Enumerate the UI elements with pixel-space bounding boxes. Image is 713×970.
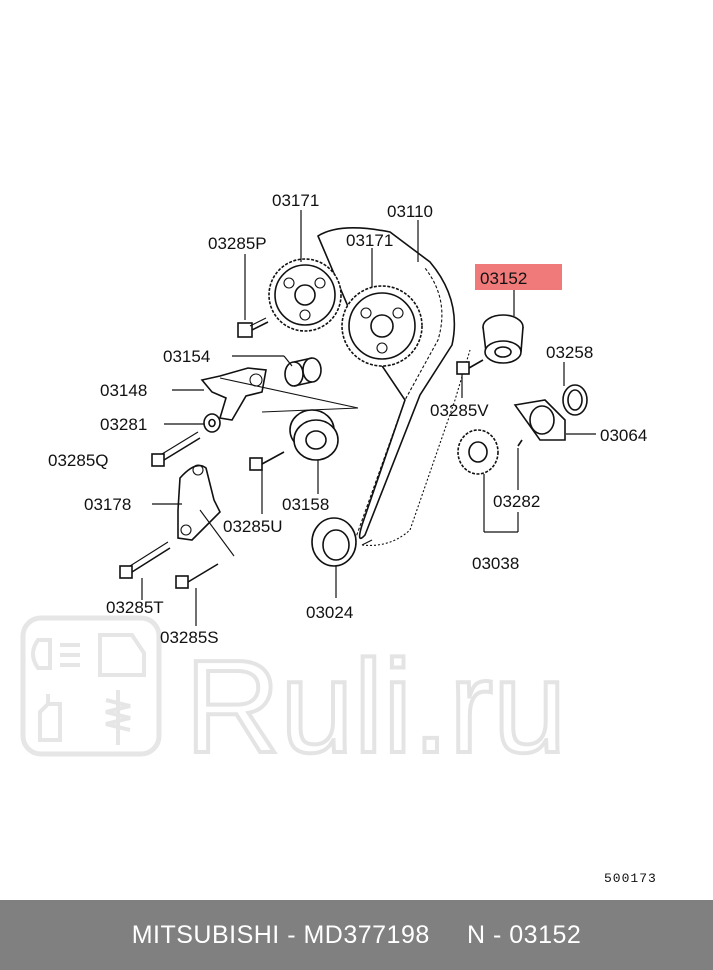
timing-belt — [316, 227, 471, 546]
footer-bar: MITSUBISHI - MD377198 N - 03152 — [0, 900, 713, 970]
cover-03024 — [311, 517, 357, 567]
footer-text: MITSUBISHI - MD377198 N - 03152 — [131, 920, 582, 949]
label-03285p: 03285P — [208, 234, 267, 253]
label-03282: 03282 — [493, 492, 540, 511]
flange-03064 — [513, 399, 566, 441]
label-03152: 03152 — [480, 269, 527, 288]
spacer-03154 — [284, 357, 322, 387]
highlight-box-03152 — [475, 264, 562, 290]
label-03064: 03064 — [600, 426, 647, 445]
bracket-03178 — [177, 464, 235, 557]
diagram-code: 500173 — [604, 871, 657, 886]
bolt-03285q — [151, 431, 201, 467]
bolt-03285u — [249, 451, 285, 471]
camshaft-sprocket-b — [341, 285, 423, 367]
bolt-03285v — [456, 359, 484, 375]
oil-bottle-icon — [38, 694, 62, 742]
label-03171-b: 03171 — [346, 231, 393, 250]
label-03285u: 03285U — [223, 517, 283, 536]
camshaft-sprocket-a — [268, 258, 342, 332]
label-03038: 03038 — [472, 554, 519, 573]
tensioner-arm-03148 — [200, 367, 359, 421]
crank-sprocket-03038 — [457, 429, 499, 475]
label-03110: 03110 — [387, 202, 433, 221]
label-03258: 03258 — [546, 343, 593, 362]
tensioner-pulley-03158 — [289, 409, 339, 461]
shock-absorber-icon — [105, 690, 131, 745]
parts-diagram: Ruli.ru — [20, 191, 647, 782]
label-03024: 03024 — [306, 603, 353, 622]
label-03171-a: 03171 — [272, 191, 319, 210]
leader-lines — [141, 210, 596, 626]
bolt-03285p — [237, 317, 269, 338]
idler-pulley-03152 — [482, 314, 524, 364]
label-03285t: 03285T — [106, 598, 164, 617]
washer-03281 — [203, 413, 221, 433]
washer-03258 — [562, 384, 588, 416]
label-03178: 03178 — [84, 495, 131, 514]
car-door-icon — [98, 633, 146, 677]
part-labels: 03171 03110 03285P 03171 03152 03154 032… — [48, 191, 647, 647]
label-03154: 03154 — [163, 347, 210, 366]
label-03158: 03158 — [282, 495, 329, 514]
key-03282 — [517, 439, 523, 447]
bolt-03285t — [119, 541, 171, 579]
bolt-03285s — [175, 563, 219, 589]
label-03285v: 03285V — [430, 401, 489, 420]
label-03285s: 03285S — [160, 628, 219, 647]
watermark-text: Ruli.ru — [185, 633, 566, 780]
label-03148: 03148 — [100, 381, 147, 400]
car-lights-icon — [31, 638, 80, 670]
label-03285q: 03285Q — [48, 451, 109, 470]
label-03281: 03281 — [100, 415, 147, 434]
watermark: Ruli.ru — [20, 615, 568, 782]
